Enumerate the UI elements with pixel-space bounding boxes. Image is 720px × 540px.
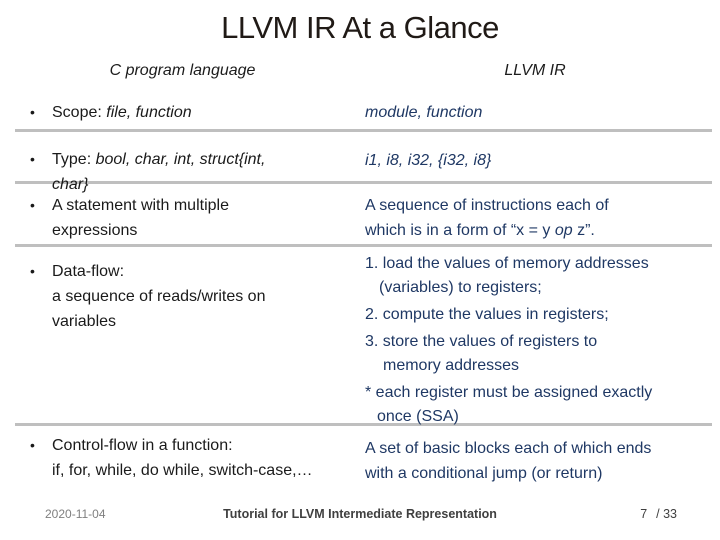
row-scope-right: module, function	[365, 104, 483, 121]
row-divider	[15, 244, 712, 247]
row-dataflow-left: • Data-flow:a sequence of reads/writes on…	[30, 259, 360, 334]
footer-date: 2020-11-04	[45, 507, 106, 521]
bullet-icon: •	[30, 104, 35, 120]
list-item: * each register must be assigned exactly…	[365, 384, 653, 425]
bullet-icon: •	[30, 263, 35, 279]
row-divider	[15, 129, 712, 132]
row-divider	[15, 181, 712, 184]
row-scope-left: • Scope: file, function	[30, 100, 360, 125]
column-header-c-program-language: C program language	[109, 62, 256, 79]
row-statement-left: • A statement with multiple expressions	[30, 193, 360, 243]
row-dataflow-right: 1. load the values of memory addresses(v…	[365, 252, 715, 432]
list-item: 2. compute the values in registers;	[365, 306, 609, 323]
bullet-icon: •	[30, 151, 35, 167]
row-type-right: i1, i8, i32, {i32, i8}	[365, 152, 492, 169]
row-controlflow-left: • Control-flow in a function:if, for, whi…	[30, 433, 375, 483]
page-total: / 33	[656, 507, 677, 521]
type-text: Type: bool, char, int, struct{int,char}	[52, 151, 266, 193]
row-divider	[15, 423, 712, 426]
bullet-icon: •	[30, 197, 35, 213]
page-current: 7	[640, 507, 648, 521]
column-header-llvm-ir: LLVM IR	[504, 62, 566, 79]
list-item: 1. load the values of memory addresses(v…	[365, 255, 649, 296]
statement-right-line2: which is in a form of “x = y op z”.	[365, 222, 595, 239]
scope-text: Scope: file, function	[52, 104, 192, 121]
bullet-icon: •	[30, 437, 35, 453]
statement-text: A statement with multiple expressions	[52, 197, 229, 239]
footer-title: Tutorial for LLVM Intermediate Represent…	[223, 507, 497, 521]
slide-title: LLVM IR At a Glance	[221, 10, 499, 45]
controlflow-text: Control-flow in a function:if, for, whil…	[52, 437, 313, 479]
row-controlflow-right: A set of basic blocks each of which ends…	[365, 440, 652, 482]
row-type-left: • Type: bool, char, int, struct{int,char}	[30, 147, 360, 197]
page-number: 7 / 33	[640, 507, 677, 521]
